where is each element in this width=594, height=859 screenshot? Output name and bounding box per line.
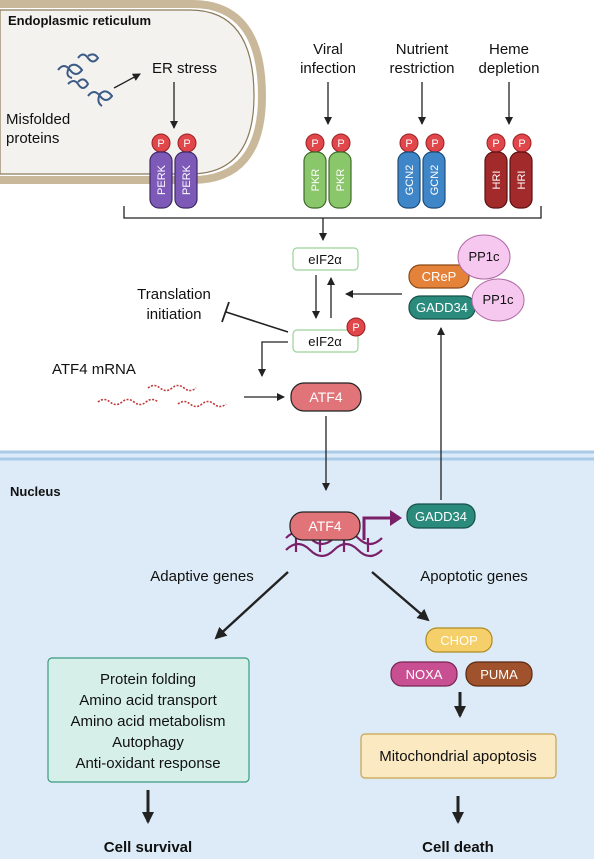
pp1c-top-icon [457,234,511,280]
nuclear-atf4-label: ATF4 [308,518,341,534]
eif2a-label: eIF2α [308,252,342,267]
puma-box [465,661,533,687]
misfolded-label-2: proteins [6,130,59,147]
phospho-label: P [183,138,190,150]
phospho-label: P [157,138,164,150]
transcription-arrow-head [390,510,402,526]
pkr-label-b: PKR [335,169,347,192]
eif2a-phospho-icon [346,317,366,337]
viral-label-2: infection [300,60,356,77]
perk-dimer: P P PERK PERK [149,133,198,209]
er-region-label: Endoplasmic reticulum [8,13,151,28]
perk-label-b: PERK [181,164,193,195]
cell-death-label: Cell death [422,839,494,856]
translation-label-2: initiation [146,306,201,323]
heme-label-2: depletion [479,60,540,77]
translation-label-1: Translation [137,286,211,303]
apoptotic-genes-label: Apoptotic genes [420,568,528,585]
survival-gene-item: Amino acid transport [79,692,217,709]
nucleus-region-label: Nucleus [10,484,61,499]
eif2a-p-box [292,329,359,353]
pkr-label-a: PKR [310,169,322,192]
nutrient-label-2: restriction [389,60,454,77]
arrow-misfolded-to-stress [113,73,141,89]
survival-gene-item: Amino acid metabolism [70,713,225,730]
adaptive-genes-label: Adaptive genes [150,568,253,585]
mito-apoptosis-box [360,733,557,779]
gadd34-complex-label: GADD34 [416,300,468,315]
pkr-dimer: P P PKR PKR [303,133,352,209]
phospho-label: P [431,138,438,150]
gcn2-label-b: GCN2 [429,165,441,196]
noxa-label: NOXA [406,667,443,682]
nutrient-label-1: Nutrient [396,41,449,58]
chop-label: CHOP [440,633,478,648]
pp1c-bottom-label: PP1c [482,292,514,307]
er-lumen [0,9,255,175]
cell-survival-label: Cell survival [104,839,192,856]
crep-label: CReP [422,269,457,284]
phospho-label: P [492,138,499,150]
arrow-to-apoptotic [371,571,430,622]
mito-apoptosis-label: Mitochondrial apoptosis [379,748,537,765]
puma-label: PUMA [480,667,518,682]
crep-box [408,264,470,289]
hri-label-a: HRI [491,171,503,190]
inhibition-line [225,311,289,333]
noxa-box [390,661,458,687]
survival-gene-item: Autophagy [112,734,184,751]
viral-label-1: Viral [313,41,343,58]
gcn2-label-a: GCN2 [404,165,416,196]
survival-genes-box [47,657,250,783]
nuclear-atf4-box [289,511,361,541]
pp1c-top-label: PP1c [468,249,500,264]
survival-gene-item: Anti-oxidant response [75,755,220,772]
hri-label-b: HRI [516,171,528,190]
phospho-label: P [311,138,318,150]
atf4-mrna-label: ATF4 mRNA [52,361,136,378]
arrow-eif2a-to-atf4-path [258,341,288,377]
phospho-label: P [405,138,412,150]
nuclear-gadd34-box [406,503,476,529]
arrow-to-adaptive [214,571,289,640]
phospho-label: P [337,138,344,150]
er-membrane-outer [0,0,267,184]
pp1c-bottom-icon [471,278,525,322]
transcription-arrow-icon [362,516,392,540]
eif2a-p-label: eIF2α [308,334,342,349]
misfolded-label-1: Misfolded [6,111,70,128]
atf4-mrna-icon [97,384,227,408]
heme-label-1: Heme [489,41,529,58]
gcn2-dimer: P P GCN2 GCN2 [397,133,446,209]
kinase-bracket [123,206,542,219]
atf4-label: ATF4 [309,389,342,405]
atf4-box [290,382,362,412]
misfolded-protein-icon [57,53,114,107]
er-stress-label: ER stress [152,60,217,77]
hri-dimer: P P HRI HRI [484,133,533,209]
survival-gene-item: Protein folding [100,671,196,688]
chop-box [425,627,493,653]
inhibition-bar [221,301,230,323]
phospho-label: P [518,138,525,150]
perk-label-a: PERK [156,164,168,195]
nuclear-gadd34-label: GADD34 [415,509,467,524]
eif2a-box [292,247,359,271]
phospho-label: P [352,322,359,334]
